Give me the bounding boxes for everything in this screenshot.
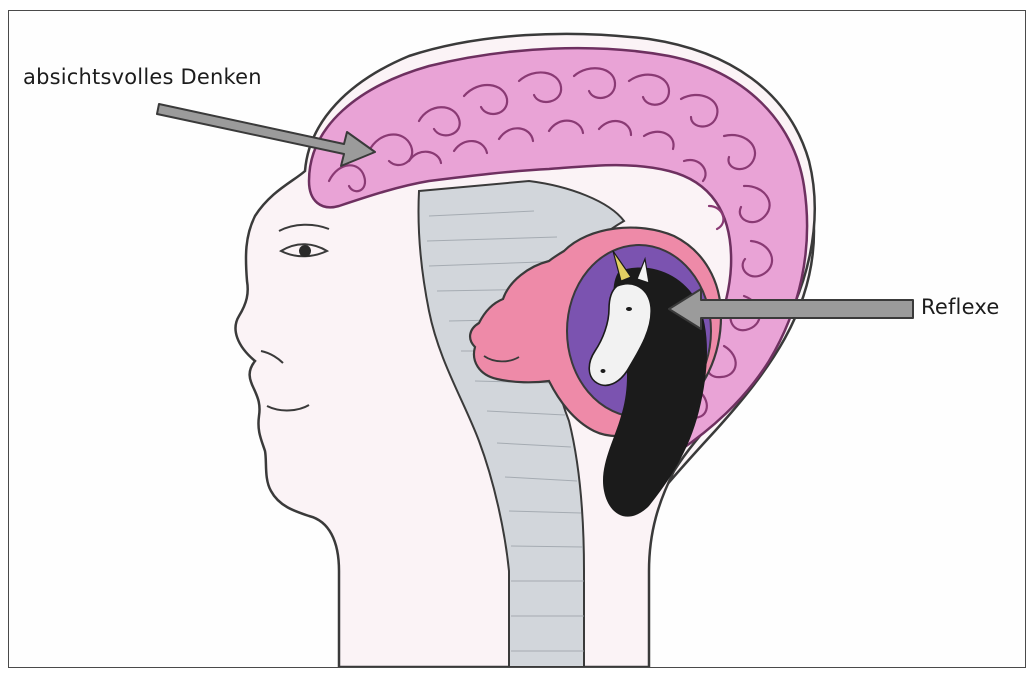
unicorn-nostril <box>601 369 606 373</box>
illustration-frame: absichtsvolles Denken Reflexe <box>8 10 1026 668</box>
unicorn-eye <box>626 307 632 311</box>
pupil <box>299 245 311 257</box>
label-deliberate-thinking: absichtsvolles Denken <box>23 65 262 89</box>
label-reflexes: Reflexe <box>921 295 999 319</box>
brain-illustration <box>9 11 1025 667</box>
